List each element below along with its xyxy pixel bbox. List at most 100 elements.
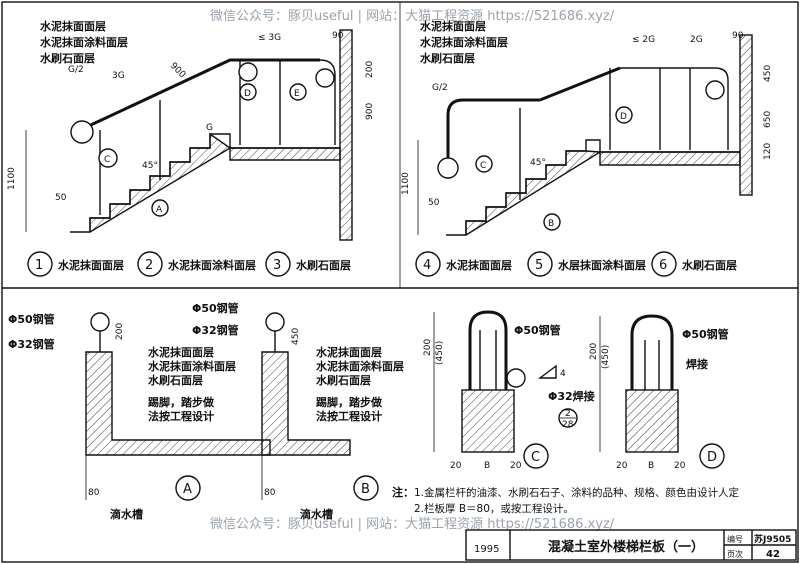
detail-d-pipe32: Φ32焊接 xyxy=(548,389,595,403)
variant-legend: 1 水泥抹面面层 2 水泥抹面涂料面层 3 水刷石面层 4 水泥抹面面层 5 水… xyxy=(27,251,737,277)
watermark-top: 微信公众号：豚贝useful | 网站：大猫工程资源 https://52168… xyxy=(210,9,615,24)
variant-label-6: 水刷石面层 xyxy=(682,258,737,272)
detail-d-ref-top: 2 xyxy=(565,409,571,419)
marker-d-right: D xyxy=(620,112,627,122)
notes-title: 注： xyxy=(392,485,414,499)
variant-label-5: 水层抹面涂料面层 xyxy=(558,258,646,272)
dim-90-right: 90 xyxy=(732,31,744,41)
marker-e-left: E xyxy=(294,89,300,99)
title-year: 1995 xyxy=(474,544,499,555)
dim-g-left: G xyxy=(206,123,213,133)
watermark-bottom: 微信公众号：豚贝useful | 网站：大猫工程资源 https://52168… xyxy=(210,517,615,532)
detail-d-dim450: (450) xyxy=(601,345,611,369)
dim-1100-right: 1100 xyxy=(401,172,411,195)
variant-label-1: 水泥抹面面层 xyxy=(58,258,124,272)
detail-c-letter: C xyxy=(531,450,540,465)
variant-num-1: 1 xyxy=(35,258,43,273)
dim-900-left: 900 xyxy=(365,103,375,120)
detail-b-drip: 滴水槽 xyxy=(300,507,333,521)
layer-label-r2: 水泥抹面涂料面层 xyxy=(420,35,508,49)
notes: 注： 1.金属栏杆的油漆、水刷石石子、涂料的品种、规格、颜色由设计人定 2.栏板… xyxy=(392,485,740,515)
dim-50-left: 50 xyxy=(55,193,67,203)
detail-c-dim200: 200 xyxy=(423,339,433,356)
detail-a-letter: A xyxy=(183,482,192,497)
variant-num-4: 4 xyxy=(423,258,431,273)
dim-le2g-right: ≤ 2G xyxy=(632,35,655,45)
marker-a-left: A xyxy=(156,205,163,215)
detail-d-letter: D xyxy=(707,450,717,465)
detail-a-note2: 法按工程设计 xyxy=(148,409,214,423)
detail-a-dim80: 80 xyxy=(88,488,100,498)
layer-label-r1: 水泥抹面面层 xyxy=(420,19,486,33)
detail-a-layer3: 水刷石面层 xyxy=(148,373,203,387)
detail-d-weld: 焊接 xyxy=(686,357,708,371)
detail-c-dim450: (450) xyxy=(435,341,445,365)
dim-50-right: 50 xyxy=(428,198,440,208)
detail-b-layer2: 水泥抹面涂料面层 xyxy=(316,359,404,373)
variant-num-5: 5 xyxy=(535,258,543,273)
detail-a-layer2: 水泥抹面涂料面层 xyxy=(148,359,236,373)
notes-line2: 2.栏板厚 B＝80，或按工程设计。 xyxy=(414,502,574,515)
variant-label-4: 水泥抹面面层 xyxy=(446,258,512,272)
marker-c-left: C xyxy=(104,155,110,165)
title-page-value: 42 xyxy=(766,549,780,560)
detail-b-dim80: 80 xyxy=(264,488,276,498)
layer-label-3: 水刷石面层 xyxy=(40,51,95,65)
dim-650-right: 650 xyxy=(763,111,773,128)
dim-1100-left: 1100 xyxy=(7,167,17,190)
stair-elevation-right: 水泥抹面面层 水泥抹面涂料面层 水刷石面层 1100 50 G/2 ≤ 2G 2… xyxy=(401,19,773,236)
variant-label-2: 水泥抹面涂料面层 xyxy=(168,258,256,272)
title-text: 混凝土室外楼梯栏板（一） xyxy=(548,539,704,555)
detail-b-layer1: 水泥抹面面层 xyxy=(316,345,382,359)
dim-g-half-right: G/2 xyxy=(432,83,448,93)
detail-a-drip: 滴水槽 xyxy=(110,507,143,521)
detail-a-pipe50: Φ50钢管 xyxy=(8,312,55,326)
detail-b-letter: B xyxy=(361,482,370,497)
dim-3g-left: 3G xyxy=(112,71,125,81)
variant-num-2: 2 xyxy=(145,258,153,273)
dim-45-left: 45° xyxy=(142,161,158,171)
detail-b-note1: 踢脚，踏步做 xyxy=(316,395,383,409)
detail-a-note1: 踢脚，踏步做 xyxy=(148,395,215,409)
title-code-label: 编号 xyxy=(727,534,743,544)
detail-b: Φ50钢管 Φ32钢管 450 水泥抹面面层 水泥抹面涂料面层 水刷石面层 踢脚… xyxy=(192,301,404,521)
detail-c-dim20a: 20 xyxy=(450,461,462,471)
dim-450-right: 450 xyxy=(763,65,773,82)
dim-g-half-left: G/2 xyxy=(68,65,84,75)
layer-label-2: 水泥抹面涂料面层 xyxy=(40,35,128,49)
detail-c-pipe50: Φ50钢管 xyxy=(514,323,561,337)
detail-a-dim200: 200 xyxy=(115,323,125,340)
dim-120-right: 120 xyxy=(763,143,773,160)
detail-d-dimB: B xyxy=(648,461,654,471)
dim-2g-right: 2G xyxy=(690,35,703,45)
detail-c-dimB: B xyxy=(484,461,490,471)
detail-d: Φ50钢管 焊接 Φ32焊接 2 28 200 (450) 20 B 20 D xyxy=(548,314,729,471)
title-code-value: 苏J9505 xyxy=(754,533,791,545)
detail-a-pipe32: Φ32钢管 xyxy=(8,337,55,351)
detail-b-dim450: 450 xyxy=(291,328,301,345)
layer-label-1: 水泥抹面面层 xyxy=(40,19,106,33)
dim-45-right: 45° xyxy=(530,158,546,168)
detail-d-dim200: 200 xyxy=(589,343,599,360)
dim-90-left: 90 xyxy=(332,31,344,41)
notes-line1: 1.金属栏杆的油漆、水刷石石子、涂料的品种、规格、颜色由设计人定 xyxy=(414,486,740,499)
title-page-label: 页次 xyxy=(727,549,743,559)
variant-label-3: 水刷石面层 xyxy=(296,258,351,272)
dim-900-diag-left: 900 xyxy=(168,61,187,80)
detail-c-dim20b: 20 xyxy=(510,461,522,471)
detail-a: Φ50钢管 Φ32钢管 200 水泥抹面面层 水泥抹面涂料面层 水刷石面层 踢脚… xyxy=(8,312,271,521)
variant-num-6: 6 xyxy=(659,258,667,273)
dim-le3g-left: ≤ 3G xyxy=(258,33,281,43)
marker-c-right: C xyxy=(480,161,486,171)
detail-b-pipe32: Φ32钢管 xyxy=(192,323,239,337)
detail-b-pipe50: Φ50钢管 xyxy=(192,301,239,315)
detail-d-dim20b: 20 xyxy=(674,461,686,471)
layer-label-r3: 水刷石面层 xyxy=(420,51,475,65)
marker-b-right: B xyxy=(548,219,554,229)
detail-b-layer3: 水刷石面层 xyxy=(316,373,371,387)
stair-elevation-left: 水泥抹面面层 水泥抹面涂料面层 水刷石面层 1100 50 G/2 3G ≤ 3… xyxy=(7,19,375,241)
title-block: 1995 混凝土室外楼梯栏板（一） 编号 苏J9505 页次 42 xyxy=(465,529,797,561)
detail-d-dim20a: 20 xyxy=(616,461,628,471)
detail-c-weld-num: 4 xyxy=(560,369,566,379)
detail-a-layer1: 水泥抹面面层 xyxy=(148,345,214,359)
